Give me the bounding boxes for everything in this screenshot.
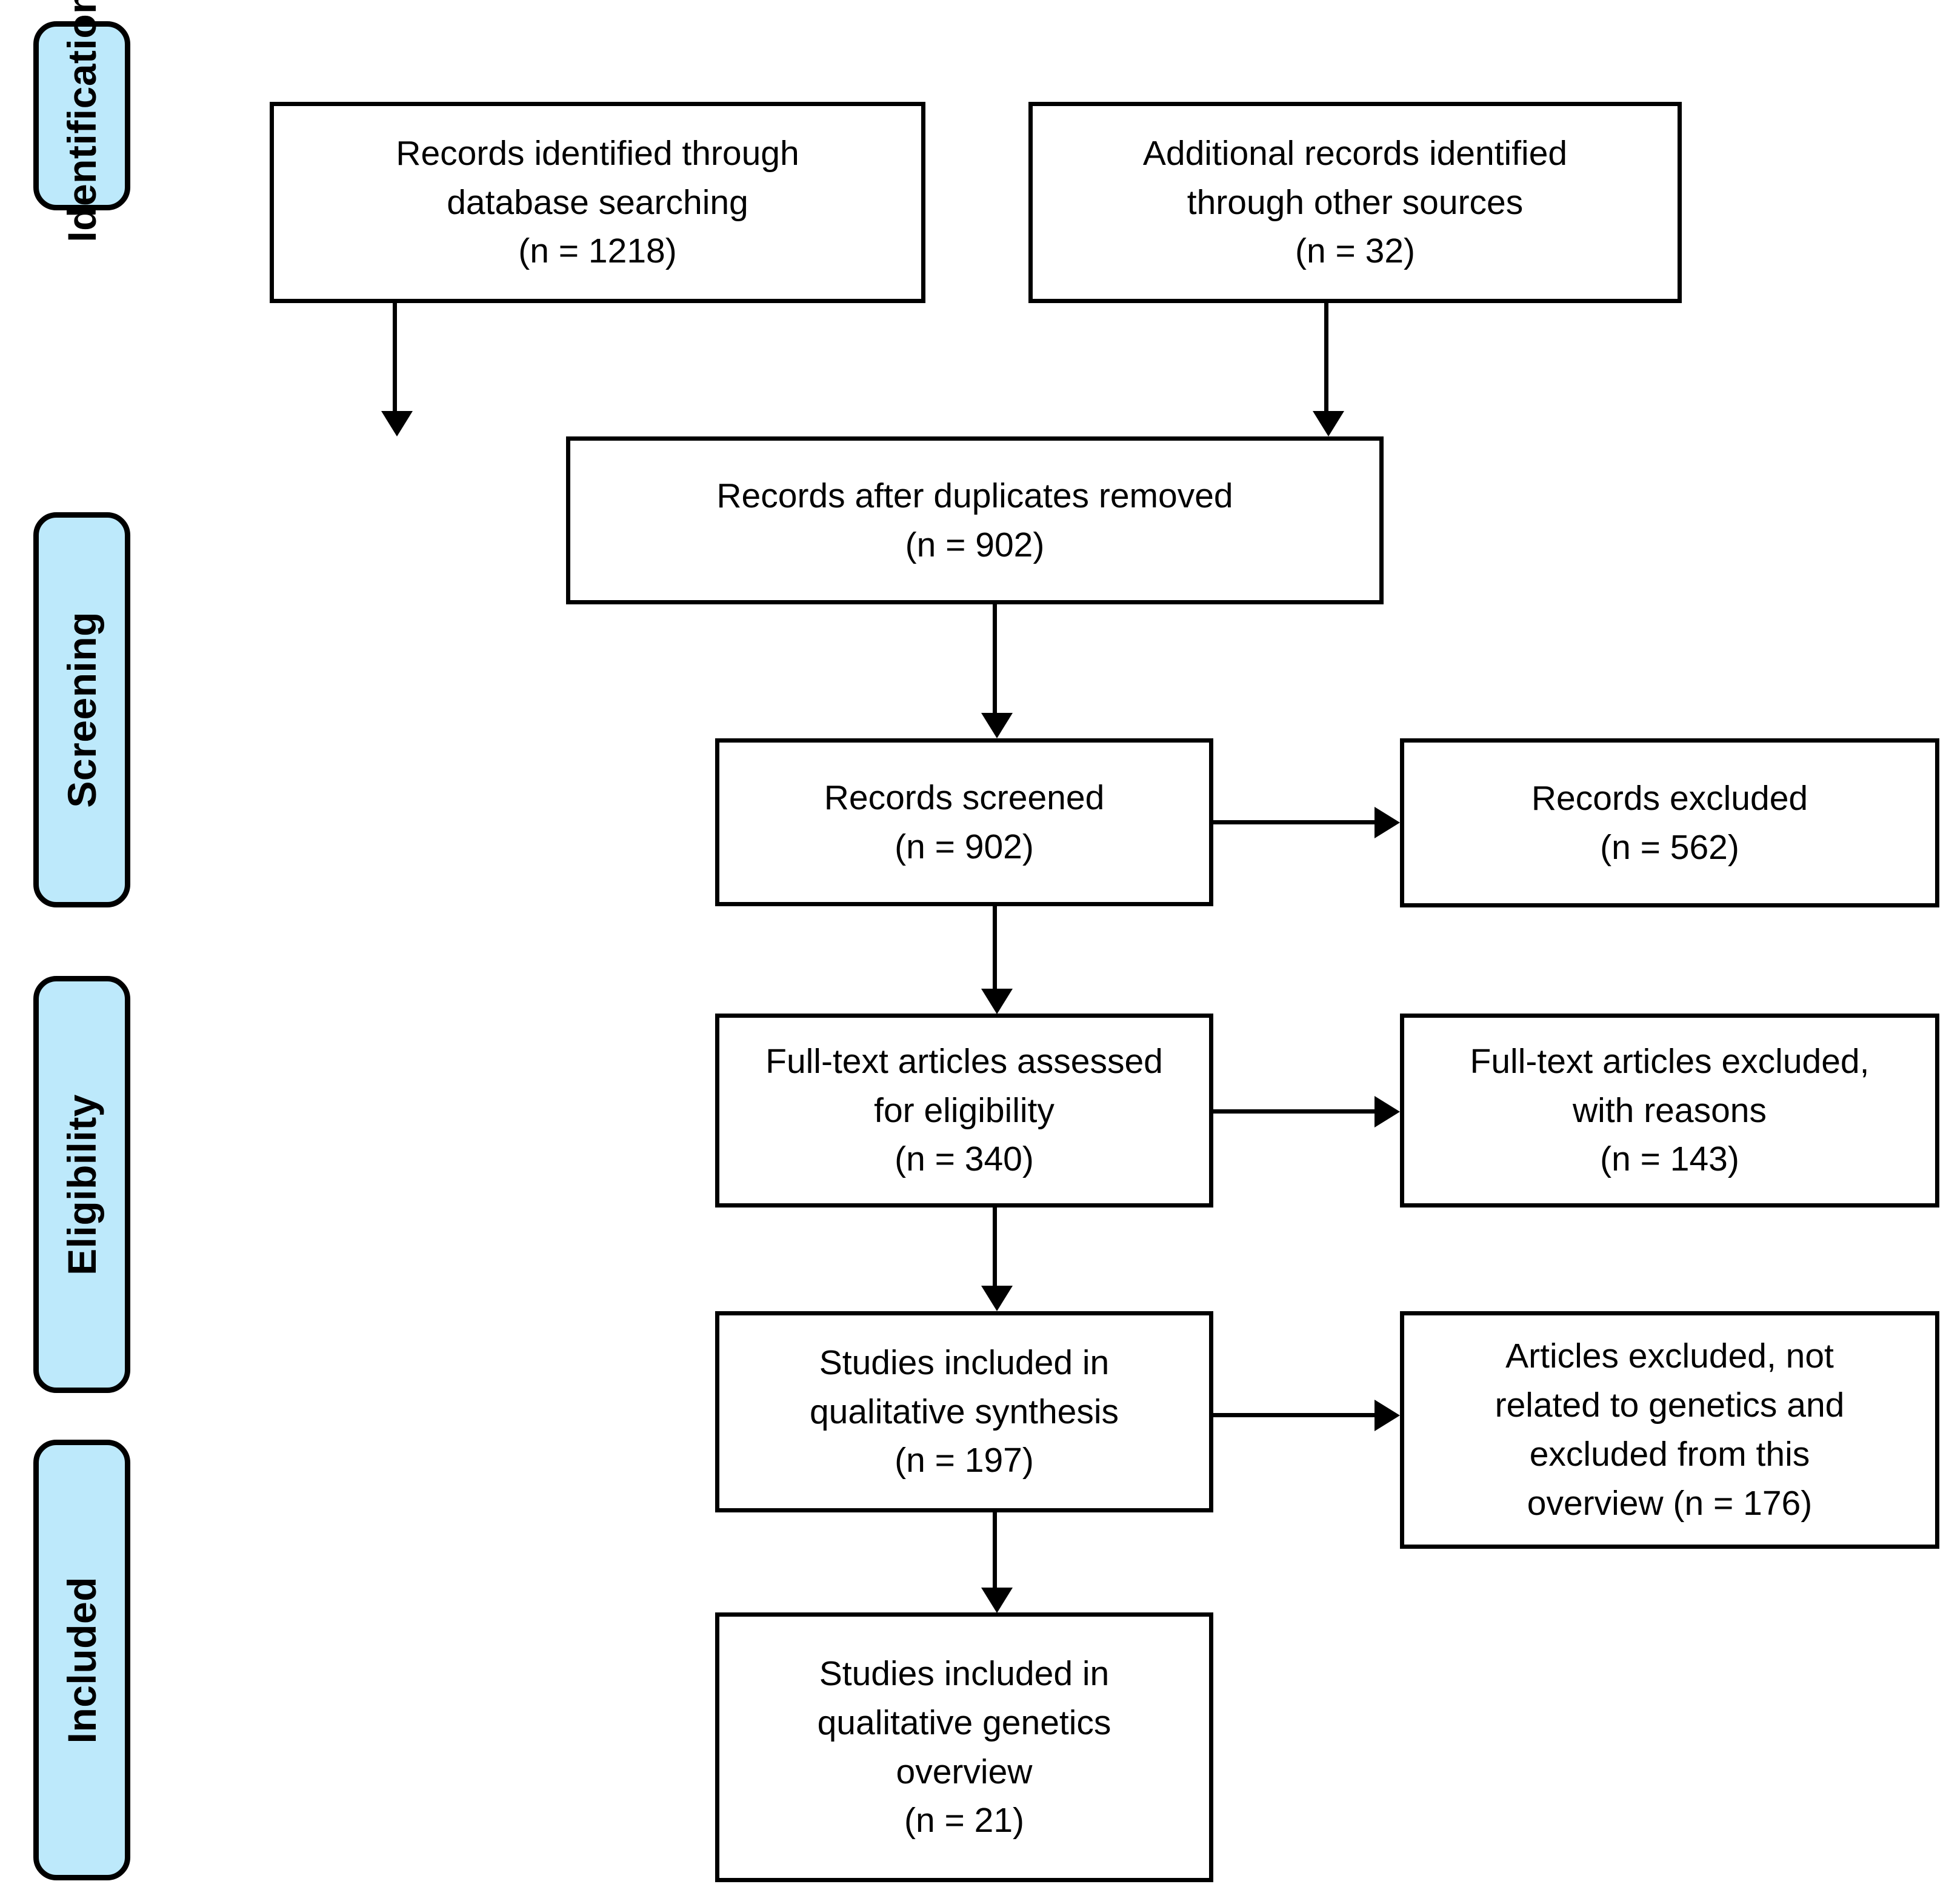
- connector-qualitative-synthesis-to-genetics-overview: [993, 1512, 997, 1589]
- box-studies-qualitative-genetics-overview: Studies included in qualitative genetics…: [715, 1612, 1213, 1882]
- stage-block-identification: Identification: [33, 0, 130, 242]
- box-count: (n = 32): [1295, 232, 1416, 271]
- arrowhead-down-icon: [981, 1588, 1013, 1613]
- arrowhead-down-icon: [1313, 411, 1344, 436]
- box-line: Articles excluded, not: [1505, 1337, 1834, 1376]
- box-line: Records after duplicates removed: [716, 476, 1233, 515]
- box-line: qualitative genetics: [817, 1703, 1111, 1742]
- stage-block-eligibility: Eligibility: [33, 976, 130, 1393]
- stage-label-screening: Screening: [59, 612, 104, 808]
- box-line: excluded from this: [1529, 1435, 1810, 1474]
- box-line: overview: [896, 1752, 1033, 1791]
- box-line: qualitative synthesis: [809, 1392, 1119, 1431]
- box-count: (n = 21): [904, 1801, 1025, 1840]
- box-articles-excluded-not-genetics: Articles excluded, not related to geneti…: [1400, 1311, 1939, 1549]
- arrowhead-right-icon: [1375, 807, 1400, 838]
- arrowhead-down-icon: [981, 989, 1013, 1014]
- box-count: (n = 143): [1600, 1140, 1739, 1179]
- box-records-screened: Records screened (n = 902): [715, 738, 1213, 906]
- box-count: (n = 197): [895, 1441, 1034, 1480]
- box-line: through other sources: [1187, 182, 1524, 222]
- box-count: overview (n = 176): [1527, 1483, 1813, 1523]
- connector-db-search-to-dedup: [393, 303, 397, 412]
- connector-screened-to-records-excluded: [1213, 820, 1376, 824]
- box-records-after-duplicates-removed: Records after duplicates removed (n = 90…: [566, 436, 1384, 604]
- box-line: with reasons: [1573, 1091, 1767, 1130]
- box-line: Studies included in: [819, 1654, 1110, 1693]
- box-additional-records-other-sources: Additional records identified through ot…: [1028, 102, 1682, 303]
- box-line: Records screened: [824, 778, 1105, 817]
- box-line: Additional records identified: [1142, 133, 1568, 173]
- connector-screened-to-fulltext: [993, 906, 997, 990]
- stage-block-screening: Screening: [33, 512, 130, 907]
- box-line: Full-text articles assessed: [765, 1041, 1163, 1081]
- box-count: (n = 1218): [518, 232, 677, 271]
- connector-dedup-to-screened: [993, 604, 997, 713]
- arrowhead-right-icon: [1375, 1096, 1400, 1127]
- box-records-identified-database: Records identified through database sear…: [270, 102, 925, 303]
- box-count: (n = 902): [895, 827, 1034, 866]
- box-records-excluded: Records excluded (n = 562): [1400, 738, 1939, 907]
- connector-qualitative-synthesis-to-articles-excluded: [1213, 1413, 1376, 1417]
- box-studies-qualitative-synthesis: Studies included in qualitative synthesi…: [715, 1311, 1213, 1512]
- connector-fulltext-to-fulltext-excluded: [1213, 1109, 1376, 1114]
- arrowhead-right-icon: [1375, 1400, 1400, 1431]
- box-line: Records excluded: [1531, 778, 1808, 818]
- arrowhead-down-icon: [981, 1286, 1013, 1311]
- stage-block-included: Included: [33, 1440, 130, 1880]
- box-line: for eligibility: [874, 1091, 1055, 1130]
- box-count: (n = 902): [905, 525, 1045, 564]
- arrowhead-down-icon: [981, 713, 1013, 738]
- connector-other-sources-to-dedup: [1324, 303, 1328, 412]
- box-line: Records identified through: [396, 133, 799, 173]
- arrowhead-down-icon: [381, 411, 413, 436]
- box-line: related to genetics and: [1494, 1386, 1845, 1425]
- stage-label-identification: Identification: [59, 0, 104, 242]
- box-count: (n = 562): [1600, 827, 1739, 867]
- stage-label-included: Included: [59, 1576, 104, 1744]
- connector-fulltext-to-qualitative-synthesis: [993, 1208, 997, 1286]
- stage-label-eligibility: Eligibility: [59, 1094, 104, 1275]
- box-fulltext-articles-excluded: Full-text articles excluded, with reason…: [1400, 1014, 1939, 1208]
- box-line: Full-text articles excluded,: [1470, 1041, 1870, 1081]
- box-count: (n = 340): [895, 1140, 1034, 1179]
- box-fulltext-articles-assessed: Full-text articles assessed for eligibil…: [715, 1014, 1213, 1208]
- box-line: database searching: [447, 182, 748, 222]
- box-line: Studies included in: [819, 1343, 1110, 1382]
